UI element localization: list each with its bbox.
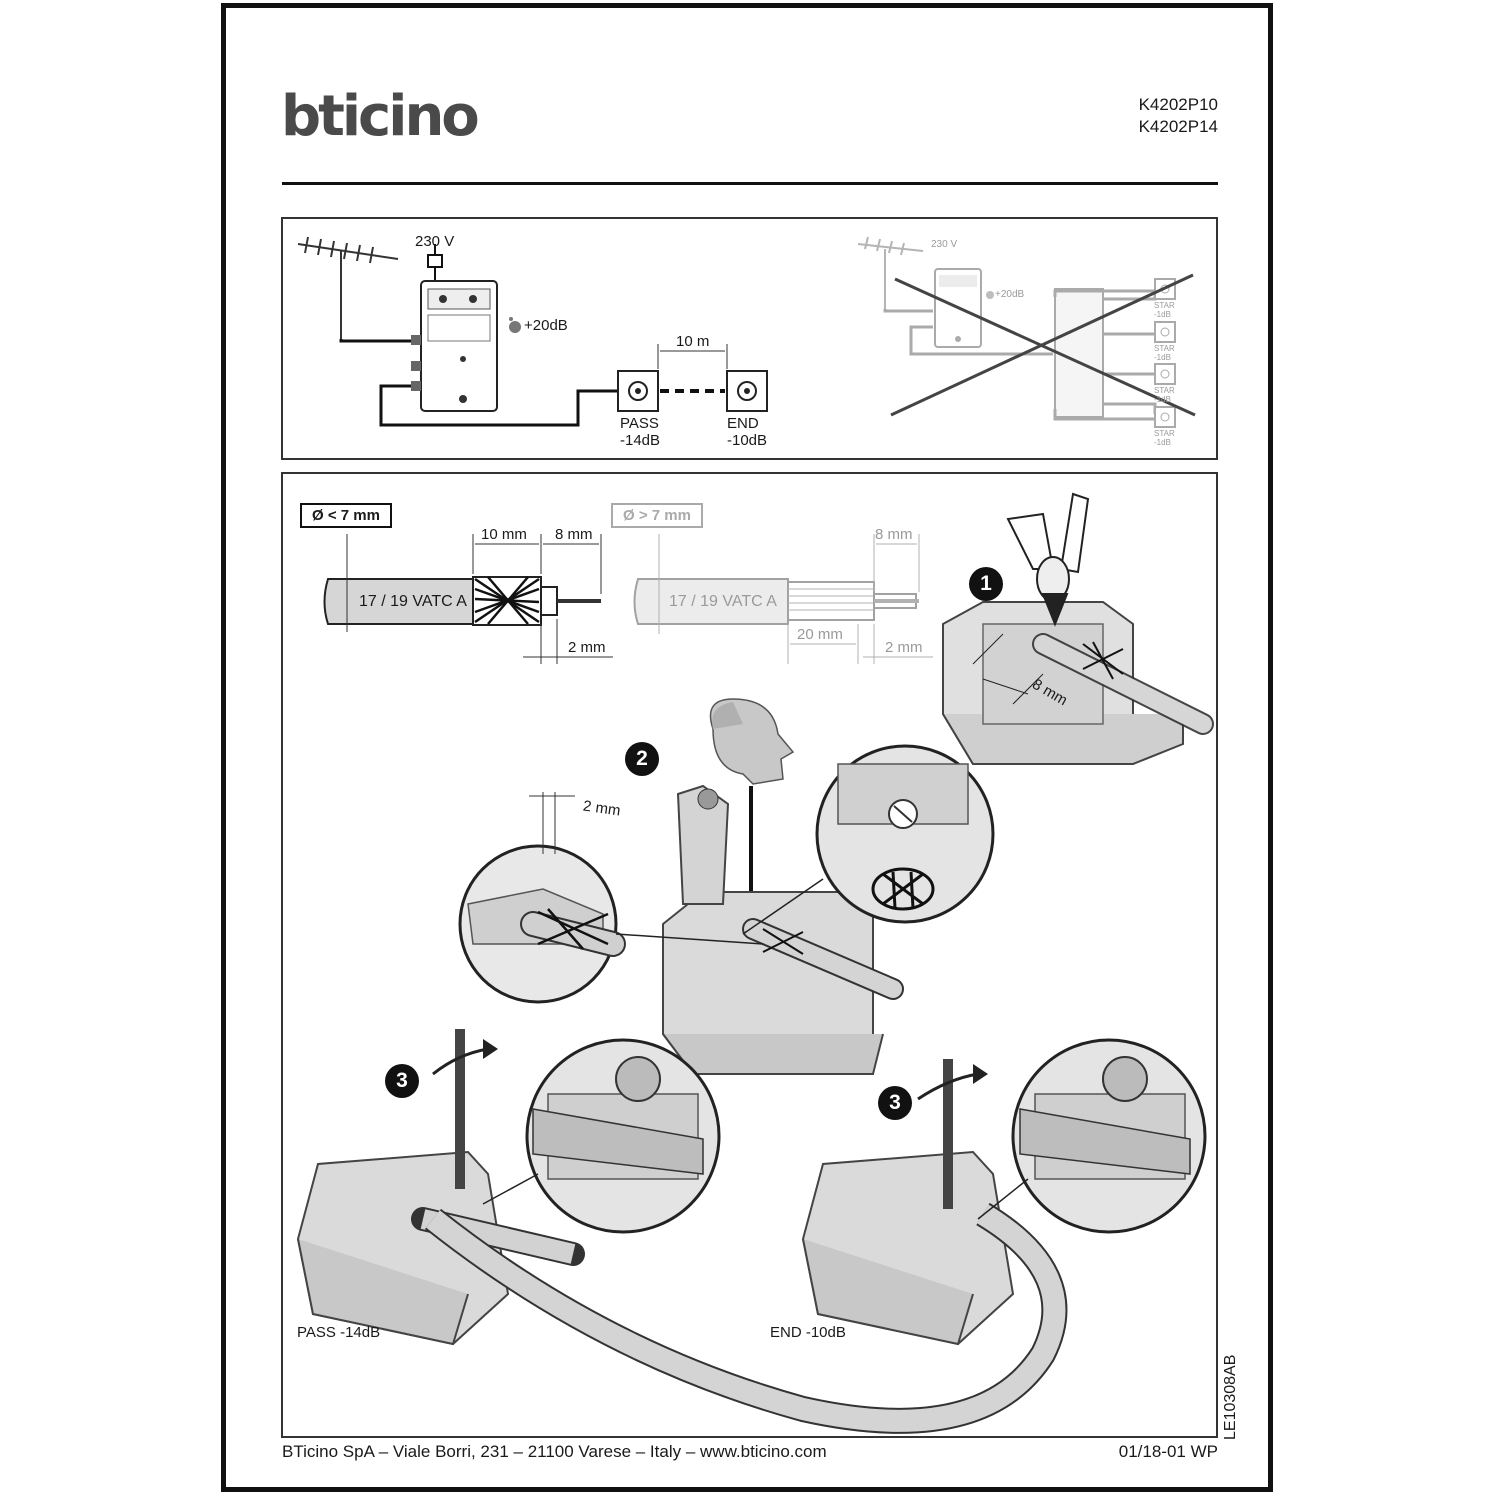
document-frame [221,3,1273,1492]
step-1-badge: 1 [969,567,1003,601]
star-label: STAR -1dB [1154,429,1175,447]
cable-large-type: 17 / 19 VATC A [669,593,777,610]
step-3-badge-pass: 3 [385,1064,419,1098]
gain-label: +20dB [524,317,568,334]
step1-socket-illustration [942,492,1214,765]
zoom-circle-strip [458,792,626,1004]
zoom-circle-pass [525,1038,721,1234]
cutter-icon [1006,492,1090,627]
wrong-supply-label: 230 V [931,239,958,250]
dim-small-core: 8 mm [555,526,593,543]
step3-end-socket-illustration [801,1059,1015,1346]
outlet-end-label: END -10dB [727,415,768,449]
wiring-panel: 230 V +20dB 10 m PASS -14dB END -10dB 23… [281,217,1218,460]
cross-line [894,277,1196,417]
star-label: STAR -1dB [1154,386,1175,404]
footer-revision: 01/18-01 WP [1118,1442,1218,1461]
face-icon [709,698,795,785]
step2-socket-illustration [662,784,904,1075]
wiring-diagram [297,236,1196,428]
cable-small-type: 17 / 19 VATC A [359,593,467,610]
plug-icon [427,244,443,281]
dim-large-core: 8 mm [875,526,913,543]
antenna-icon [297,236,399,339]
footer-address: BTicino SpA – Viale Borri, 231 – 21100 V… [282,1442,827,1461]
step-2-badge: 2 [625,742,659,776]
wrong-gain-label: +20dB [995,289,1025,300]
installation-panel: Ø < 7 mm 17 / 19 VATC A 10 mm 8 mm 2 mm … [281,472,1218,1438]
outlet-pass-caption: PASS -14dB [297,1324,381,1341]
brand-logo: bticino [281,84,480,149]
distance-label: 10 m [676,333,710,350]
product-code: K4202P14 [1138,117,1218,136]
dim-large-insulation: 2 mm [885,639,923,656]
dim-small-shield: 10 mm [481,526,527,543]
wrong-star-diagram [857,236,1176,428]
star-label: STAR -1dB [1154,344,1175,362]
header-divider [282,182,1218,185]
outlet-pass-icon [617,370,659,412]
cable-small-illustration [323,534,613,664]
zoom-circle-contact [815,744,995,924]
cross-line [890,273,1194,417]
star-label: STAR -1dB [1154,301,1175,319]
outlet-pass-label: PASS -14dB [620,415,661,449]
dim-small-insulation: 2 mm [568,639,606,656]
zoom-circle-end [1011,1038,1207,1234]
product-codes: K4202P10 K4202P14 [1100,94,1218,138]
document-id: LE10308AB [1222,1354,1239,1440]
cable-large-illustration [633,534,933,664]
product-code: K4202P10 [1138,95,1218,114]
diameter-small-box: Ø < 7 mm [300,503,392,528]
step-3-badge-end: 3 [878,1086,912,1120]
gain-knob-icon [509,317,521,333]
diameter-large-box: Ø > 7 mm [611,503,703,528]
outlet-end-caption: END -10dB [770,1324,846,1341]
amplifier-icon [411,280,498,412]
supply-label: 230 V [415,233,455,250]
outlet-end-icon [726,370,768,412]
dim-large-shield: 20 mm [797,626,843,643]
installation-figure [296,492,1214,1434]
